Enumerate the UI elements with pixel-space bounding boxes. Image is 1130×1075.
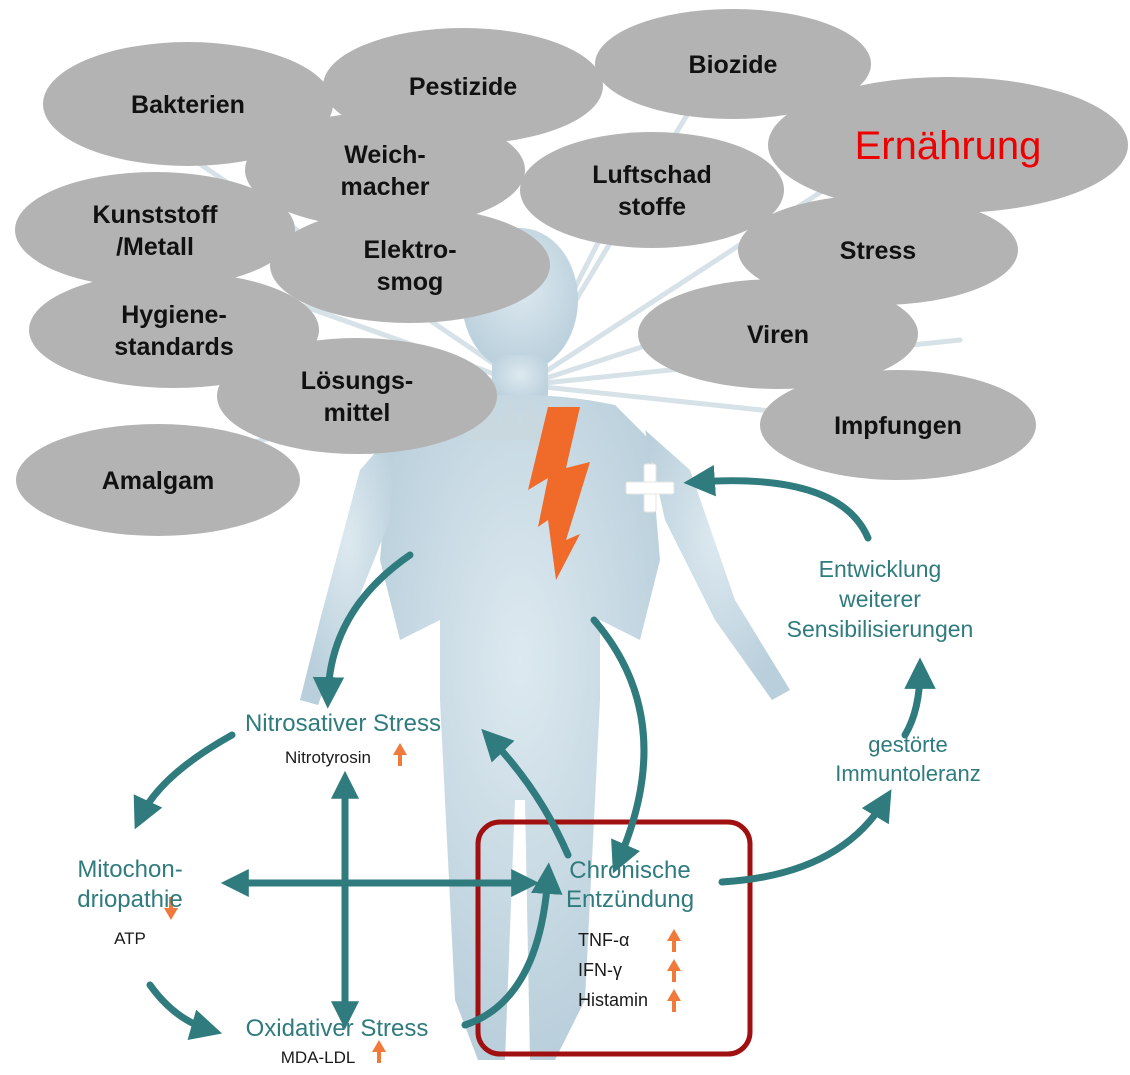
mitochondriopathy-title-line1: Mitochon- bbox=[77, 856, 182, 883]
bubble-luftschadstoffe: Luftschad stoffe bbox=[520, 132, 784, 248]
bubble-label: Ernährung bbox=[855, 124, 1042, 168]
bubble-label: Amalgam bbox=[102, 467, 215, 495]
arrow-mito-to-oxidative bbox=[150, 985, 210, 1030]
sensitization-title-line3: Sensibilisierungen bbox=[787, 616, 974, 642]
mitochondriopathy-title-line2: driopathie bbox=[77, 886, 182, 913]
mda-ldl-label: MDA-LDL bbox=[281, 1048, 356, 1067]
bubble-label: /Metall bbox=[116, 233, 194, 261]
histamin-label: Histamin bbox=[578, 990, 648, 1010]
bubble-label: Pestizide bbox=[409, 73, 517, 101]
bubble-ernaehrung: Ernährung bbox=[768, 77, 1128, 213]
up-arrow-icon bbox=[372, 1040, 386, 1063]
bubble-shape bbox=[270, 207, 550, 323]
bubble-label: standards bbox=[114, 333, 233, 361]
bubble-label: Impfungen bbox=[834, 412, 962, 440]
bubble-label: Hygiene- bbox=[121, 301, 227, 329]
up-arrow-icon bbox=[393, 743, 407, 766]
up-arrow-icon bbox=[667, 959, 681, 982]
nitrotyrosin-label: Nitrotyrosin bbox=[285, 748, 371, 767]
bubble-shape bbox=[217, 338, 497, 454]
chronic-inflammation-title-line2: Entzündung bbox=[566, 886, 694, 913]
sensitization-title-line2: weiterer bbox=[838, 586, 921, 612]
bubble-label: mittel bbox=[324, 399, 391, 427]
bubble-kunststoff: Kunststoff/Metall bbox=[15, 172, 295, 288]
bubble-label: macher bbox=[341, 173, 430, 201]
arrow-body-to-chronic bbox=[594, 620, 644, 862]
bubble-amalgam: Amalgam bbox=[16, 424, 300, 536]
ifn-gamma-label: IFN-γ bbox=[578, 960, 622, 980]
immune-tolerance-title-line1: gestörte bbox=[868, 732, 948, 757]
bubble-loesungsmittel: Lösungs-mittel bbox=[217, 338, 497, 454]
bubble-label: Lösungs- bbox=[301, 367, 414, 395]
bubble-label: Elektro- bbox=[363, 236, 456, 264]
nitrosative-stress-title: Nitrosativer Stress bbox=[245, 710, 441, 737]
bubble-shape bbox=[15, 172, 295, 288]
bubble-label: Viren bbox=[747, 321, 809, 349]
chronic-inflammation-title-line1: Chronische bbox=[569, 857, 690, 884]
sensitization-title-line1: Entwicklung bbox=[819, 556, 942, 582]
bubble-label: Weich- bbox=[344, 141, 426, 169]
bubble-label: Kunststoff bbox=[93, 201, 219, 229]
bubble-impfungen: Impfungen bbox=[760, 370, 1036, 480]
arrow-nitrosative-to-mito bbox=[140, 735, 232, 818]
bubble-elektrosmog: Elektro-smog bbox=[270, 207, 550, 323]
bubble-label: Luftschad bbox=[592, 161, 711, 189]
bubble-label: Stress bbox=[840, 237, 916, 265]
tnf-alpha-label: TNF-α bbox=[578, 930, 629, 950]
arrow-chronic-to-immuntoleranz bbox=[722, 800, 885, 882]
immune-tolerance-title-line2: Immuntoleranz bbox=[835, 761, 981, 786]
bubble-label: stoffe bbox=[618, 193, 686, 221]
atp-label: ATP bbox=[114, 929, 146, 948]
up-arrow-icon bbox=[667, 929, 681, 952]
arrow-sensibilisierung-to-plus bbox=[696, 481, 868, 538]
arrow-immuntoleranz-to-sensibilisierung bbox=[905, 670, 920, 735]
bubble-label: Biozide bbox=[689, 51, 778, 79]
bubble-label: Bakterien bbox=[131, 91, 245, 119]
up-arrow-icon bbox=[667, 989, 681, 1012]
bubble-label: smog bbox=[377, 268, 444, 296]
oxidative-stress-title: Oxidativer Stress bbox=[246, 1015, 429, 1042]
bubble-shape bbox=[520, 132, 784, 248]
